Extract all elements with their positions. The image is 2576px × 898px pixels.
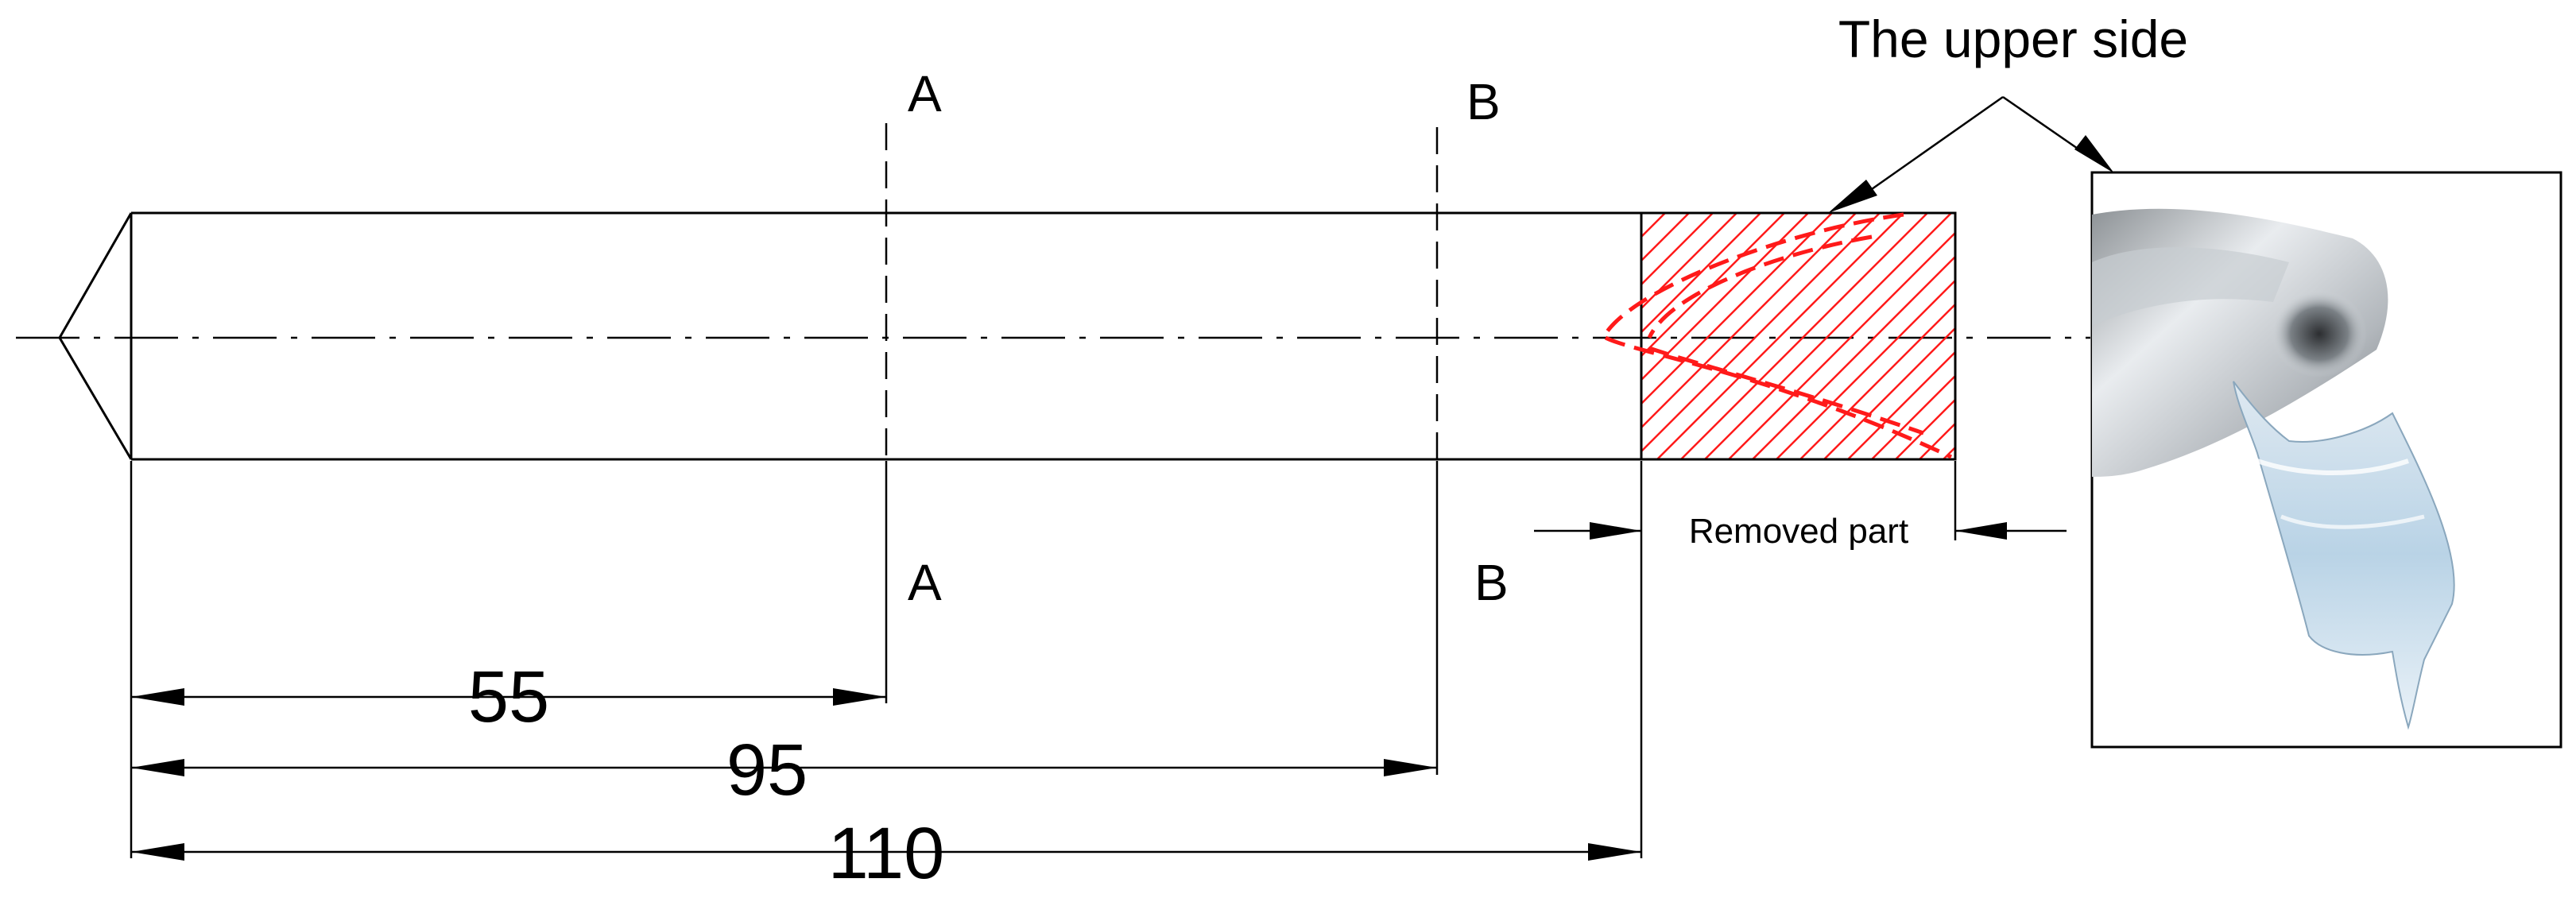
hatch-line bbox=[1641, 213, 1642, 215]
hatch-line bbox=[1641, 213, 1737, 310]
hatch-line bbox=[1641, 213, 1714, 286]
section-label-a-top: A bbox=[908, 65, 942, 122]
hatch-line bbox=[1641, 213, 1690, 262]
hatch-line bbox=[1728, 231, 1955, 459]
section-label-b-bottom: B bbox=[1474, 554, 1509, 611]
hatch-line bbox=[1680, 213, 1928, 459]
hatch-line bbox=[1641, 213, 1833, 405]
section-label-b-top: B bbox=[1466, 73, 1501, 130]
hatch-line bbox=[1823, 327, 1955, 459]
removed-part-label: Removed part bbox=[1689, 512, 1908, 551]
hatch-line bbox=[1799, 303, 1955, 459]
dimension-label-110: 110 bbox=[828, 813, 945, 894]
hatch-line bbox=[1704, 213, 1952, 459]
hatch-line bbox=[1847, 350, 1955, 459]
hatch-line bbox=[1641, 213, 1857, 429]
dimension-55: 55 bbox=[131, 656, 886, 737]
removed-part-dimension: Removed part bbox=[1534, 512, 2067, 551]
upper-side-label: The upper side bbox=[1838, 10, 2188, 68]
drill-body bbox=[58, 211, 1641, 461]
hatch-line bbox=[1752, 255, 1955, 459]
dimension-label-55: 55 bbox=[468, 656, 549, 737]
dimension-label-95: 95 bbox=[726, 730, 808, 811]
dimension-110: 110 bbox=[131, 813, 1641, 894]
section-label-a-bottom: A bbox=[908, 554, 942, 611]
lower-flute-curve bbox=[1604, 335, 1953, 459]
upper-side-leader bbox=[1828, 95, 2114, 213]
hatch-line bbox=[1641, 213, 1881, 453]
hatch-line bbox=[1895, 398, 1955, 459]
dimension-95: 95 bbox=[131, 730, 1437, 811]
hatch-line bbox=[1641, 213, 1666, 238]
hatch-line bbox=[1656, 213, 1904, 459]
hatch-line bbox=[1871, 374, 1955, 459]
hatch-line bbox=[1641, 213, 1761, 334]
hatch-line bbox=[1641, 213, 1809, 381]
hatch-line bbox=[1776, 279, 1955, 459]
upper-flute-curve bbox=[1603, 212, 1904, 335]
drill-tip-photo bbox=[2090, 171, 2562, 749]
removed-part-region bbox=[1603, 211, 1957, 461]
hatch-line bbox=[1641, 213, 1785, 358]
upper-flute-curve-inner bbox=[1647, 234, 1873, 339]
